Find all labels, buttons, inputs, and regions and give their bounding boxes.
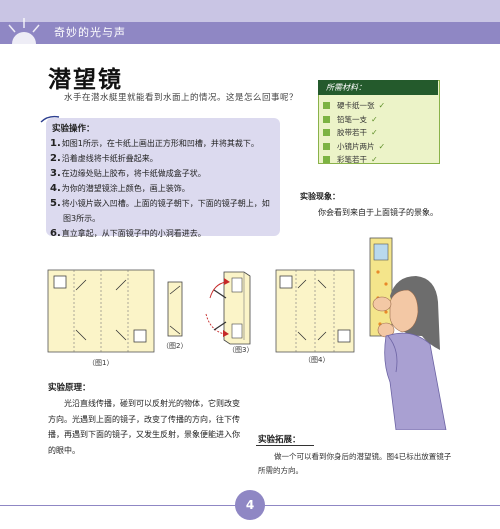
figure-1 — [47, 269, 155, 353]
figure-1-caption: （图1） — [88, 359, 114, 367]
extension-text: 做一个可以看到你身后的潜望镜。图4已标出放置镜子所需的方向。 — [258, 452, 452, 475]
header-title: 奇妙的光与声 — [54, 26, 126, 39]
bullet-icon — [323, 102, 330, 110]
list-item: 6.直立拿起，从下面镜子中的小洞看进去。 — [50, 228, 206, 239]
list-item: 彩笔若干✓ — [323, 153, 385, 167]
header-bar — [0, 22, 500, 44]
figure-4-caption: （图4） — [304, 356, 330, 364]
sun-icon — [8, 18, 40, 44]
bullet-icon — [323, 115, 330, 123]
bullet-icon — [323, 142, 330, 150]
materials-header — [318, 80, 438, 95]
materials-list: 硬卡纸一张✓ 铅笔一支✓ 胶带若干✓ 小镜片两片✓ 彩笔若干✓ — [323, 99, 385, 167]
observation-text: 你会看到来自于上面镜子的景象。 — [318, 208, 438, 217]
figure-3 — [205, 271, 251, 345]
list-item: 1.如图1所示，在卡纸上画出正方形和凹槽，并将其裁下。 — [50, 138, 259, 149]
steps-box — [46, 118, 280, 236]
principle-title: 实验原理： — [48, 383, 91, 393]
intro-text: 水手在潜水艇里就能看到水面上的情况。这是怎么回事呢？ — [64, 93, 299, 103]
check-icon: ✓ — [378, 141, 386, 151]
check-icon: ✓ — [371, 155, 378, 164]
list-item: 3.在边缘处贴上胶布，将卡纸做成盒子状。 — [50, 168, 206, 179]
pen-stroke-icon — [40, 115, 60, 123]
list-item: 铅笔一支✓ — [323, 113, 385, 127]
check-icon: ✓ — [371, 128, 378, 137]
extension-underline — [256, 445, 314, 446]
list-item: 5.将小镜片嵌入凹槽。上面的镜子朝下，下面的镜子朝上，如图3所示。 — [50, 198, 270, 223]
figure-2-caption: （图2） — [162, 342, 188, 350]
figure-3-caption: （图3） — [228, 346, 254, 354]
list-item: 4.为你的潜望镜涂上颜色，画上装饰。 — [50, 183, 190, 194]
check-icon: ✓ — [378, 101, 386, 110]
materials-title: 所需材料： — [326, 83, 366, 92]
extension-title: 实验拓展： — [258, 435, 301, 445]
observation-title: 实验现象： — [300, 192, 340, 201]
steps-list: 1.如图1所示，在卡纸上画出正方形和凹槽，并将其裁下。 2.沿着虚线将卡纸折叠起… — [50, 136, 280, 241]
page-number: 4 — [235, 490, 265, 520]
bullet-icon — [323, 129, 330, 137]
girl-with-periscope-illustration — [369, 237, 447, 430]
list-item: 硬卡纸一张✓ — [323, 99, 385, 113]
list-item: 2.沿着虚线将卡纸折叠起来。 — [50, 153, 158, 164]
bullet-icon — [323, 156, 330, 164]
figure-2 — [167, 281, 183, 337]
check-icon: ✓ — [371, 114, 378, 124]
principle-text: 光沿直线传播，碰到可以反射光的物体，它则改变方向。光遇到上面的镜子，改变了传播的… — [48, 399, 240, 455]
list-item: 小镜片两片✓ — [323, 140, 385, 154]
list-item: 胶带若干✓ — [323, 126, 385, 140]
figure-4 — [275, 269, 355, 353]
page-title: 潜望镜 — [48, 67, 123, 93]
steps-title: 实验操作： — [52, 124, 95, 134]
